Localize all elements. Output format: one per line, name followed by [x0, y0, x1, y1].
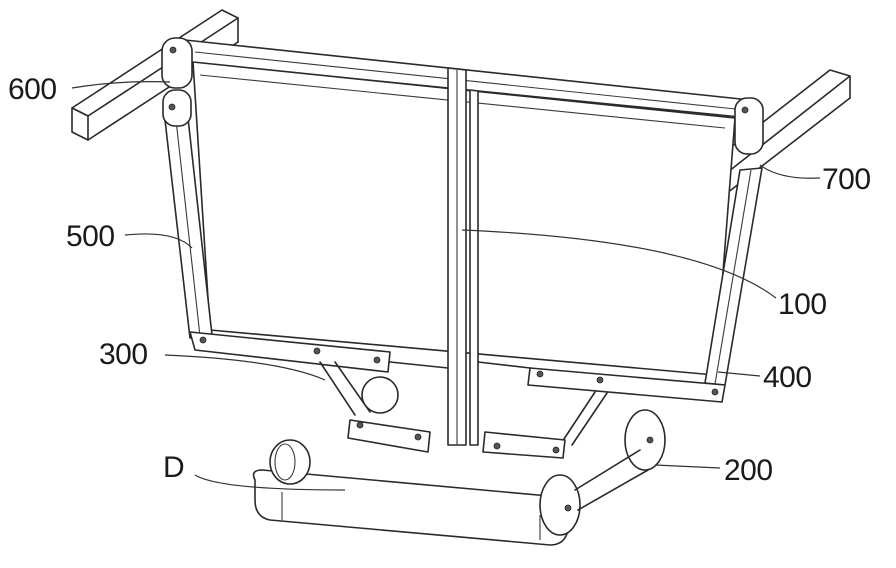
label-400: 400: [763, 361, 812, 394]
label-200: 200: [724, 454, 773, 487]
label-D: D: [163, 451, 185, 484]
caster-wheels: [269, 376, 666, 536]
lower-left-link: [189, 331, 449, 453]
label-600: 600: [8, 73, 57, 106]
left-side-arm: [161, 37, 213, 339]
right-side-arm: [704, 97, 764, 386]
central-post: [447, 67, 479, 446]
label-100: 100: [778, 288, 827, 321]
label-300: 300: [99, 338, 148, 371]
label-500: 500: [66, 220, 115, 253]
leader-lines: [71, 81, 821, 491]
label-700: 700: [822, 163, 871, 196]
lower-right-link: [477, 361, 726, 459]
